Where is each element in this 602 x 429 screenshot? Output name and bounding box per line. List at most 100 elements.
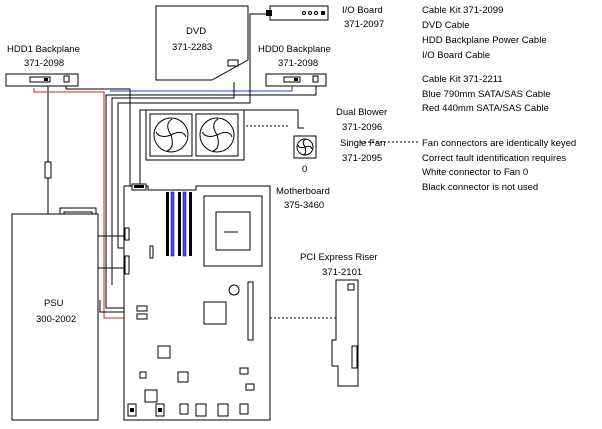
cable-kit-2-item: Red 440mm SATA/SAS Cable <box>422 103 549 114</box>
io-board-cable <box>117 13 270 249</box>
cable-kit-2-title: Cable Kit 371-2211 <box>422 74 503 85</box>
chip <box>157 345 171 359</box>
psu-part: 300-2002 <box>36 314 76 325</box>
single-fan: 0 Single Fan 371-2095 <box>293 135 385 175</box>
hdd0-power-port <box>312 75 319 83</box>
fan-note: Fan connectors are identically keyed <box>422 138 576 149</box>
rear-port <box>217 403 229 417</box>
chip <box>245 383 255 391</box>
rear-port <box>179 403 189 415</box>
hdd1-connector-pin <box>44 78 48 81</box>
dimm-slot <box>189 192 192 256</box>
pci-riser-title: PCI Express Riser <box>300 252 378 263</box>
cable-kit-1: Cable Kit 371-2099 DVD Cable HDD Backpla… <box>422 5 547 61</box>
blower-left-blades <box>155 118 187 152</box>
blower-right-blades <box>201 118 233 152</box>
fan-note: Black connector is not used <box>422 182 538 193</box>
cables <box>33 13 420 319</box>
blower-header-pins <box>134 185 144 188</box>
cable-kit-2: Cable Kit 371-2211 Blue 790mm SATA/SAS C… <box>422 74 550 114</box>
psu-title: PSU <box>44 298 64 309</box>
psu-cable-2 <box>63 211 126 269</box>
cable-kit-1-title: Cable Kit 371-2099 <box>422 5 503 16</box>
pci-express-riser: PCI Express Riser 371-2101 <box>300 252 378 387</box>
hdd0-power-cable <box>105 86 317 309</box>
dimm-slot <box>166 192 169 256</box>
power-connector <box>124 255 130 275</box>
rear-port-detail <box>158 408 162 412</box>
cable-kit-1-item: I/O Board Cable <box>422 50 490 61</box>
hdd0-connector <box>283 76 301 83</box>
cable-kit-1-item: DVD Cable <box>422 20 470 31</box>
io-led-2 <box>308 11 312 15</box>
pci-express-slot <box>247 281 254 341</box>
dimm-slot <box>178 192 181 256</box>
dvd-title: DVD <box>186 26 206 37</box>
rear-port <box>195 403 207 417</box>
dual-blower: Dual Blower 371-2096 <box>145 107 387 161</box>
cpu-chip <box>215 211 251 251</box>
io-led-1 <box>302 11 306 15</box>
dvd-drive: DVD 371-2283 <box>155 5 249 81</box>
sata-connector <box>124 227 130 241</box>
battery <box>228 284 240 296</box>
dvd-part: 371-2283 <box>172 42 212 53</box>
dimm-slot <box>182 191 187 257</box>
chipset <box>203 301 227 325</box>
chip <box>239 367 249 375</box>
hdd1-part: 371-2098 <box>24 58 64 69</box>
pci-riser-slot <box>351 345 358 369</box>
chip <box>144 389 158 403</box>
hdd1-power-port <box>63 75 70 83</box>
hdd0-backplane: HDD0 Backplane 371-2098 <box>258 44 331 87</box>
io-led-3 <box>314 11 318 15</box>
io-button <box>321 11 325 15</box>
pci-riser-slot <box>347 283 355 291</box>
rear-port-detail <box>130 408 134 412</box>
hdd1-signal-cable <box>65 86 131 246</box>
io-board-port <box>266 10 272 16</box>
hdd0-part: 371-2098 <box>278 58 318 69</box>
small-header <box>149 245 154 259</box>
dual-blower-part: 371-2096 <box>342 122 382 133</box>
single-fan-blades <box>297 138 313 156</box>
single-fan-title: Single Fan <box>340 138 385 149</box>
chip <box>139 371 147 379</box>
hdd1-backplane: HDD1 Backplane 371-2098 <box>5 44 80 87</box>
pci-riser-part: 371-2101 <box>322 267 362 278</box>
dvd-connector <box>227 59 239 67</box>
fan-note: White connector to Fan 0 <box>422 167 528 178</box>
dimm-slot <box>170 191 175 257</box>
motherboard-title: Motherboard <box>276 186 330 197</box>
io-board-title: I/O Board <box>342 5 383 16</box>
red-sata-cable <box>33 88 139 319</box>
io-board-part: 371-2097 <box>344 19 384 30</box>
dual-blower-title: Dual Blower <box>336 107 387 118</box>
sata-port <box>136 305 148 312</box>
psu-cable-1 <box>59 207 126 237</box>
hdd0-connector-pin <box>294 78 298 81</box>
io-board-body <box>269 5 329 21</box>
hdd1-cable-connector <box>44 161 52 179</box>
hdd1-connector <box>29 76 51 83</box>
motherboard: Motherboard 375-3460 <box>123 183 330 421</box>
rear-port <box>239 403 249 415</box>
fan-note: Correct fault identification requires <box>422 153 566 164</box>
cable-kit-1-item: HDD Backplane Power Cable <box>422 35 547 46</box>
psu: PSU 300-2002 <box>11 213 99 421</box>
dvd-body <box>155 5 249 81</box>
hdd0-title: HDD0 Backplane <box>258 44 331 55</box>
sata-port <box>136 313 148 320</box>
chip <box>177 371 189 383</box>
fan-index: 0 <box>302 164 307 175</box>
fan-notes: Fan connectors are identically keyed Cor… <box>422 138 576 193</box>
pci-riser-board <box>331 279 359 387</box>
psu-body <box>11 213 99 421</box>
motherboard-part: 375-3460 <box>284 200 324 211</box>
cable-kit-2-item: Blue 790mm SATA/SAS Cable <box>422 89 550 100</box>
single-fan-part: 371-2095 <box>342 153 382 164</box>
io-board: I/O Board 371-2097 <box>266 5 384 30</box>
blue-sata-cable <box>110 86 293 92</box>
blower-cable <box>139 109 304 186</box>
dvd-cable <box>111 82 235 285</box>
